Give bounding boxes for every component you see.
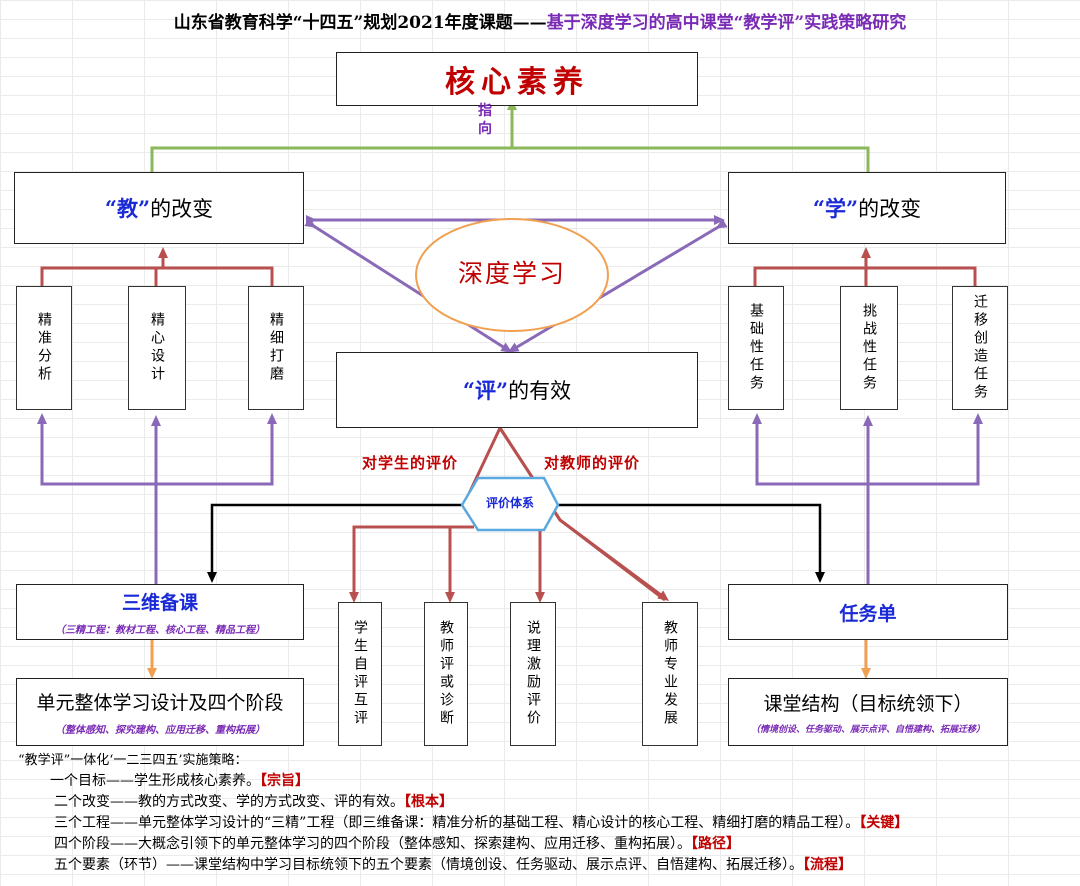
evaluate-quote: “评” bbox=[462, 378, 509, 403]
red-brackets-top bbox=[40, 247, 977, 286]
title-highlight: 基于深度学习的高中课堂“教学评”实践策略研究 bbox=[546, 13, 907, 33]
deep-learning-label: 深度学习 bbox=[457, 259, 566, 288]
note-line-2: 二个改变——教的方式改变、学的方式改变、评的有效。【根本】 bbox=[54, 794, 453, 810]
eval-item-1: 学生自评互评 bbox=[338, 602, 382, 746]
eval-system-label: 评价体系 bbox=[485, 496, 534, 510]
green-connectors bbox=[150, 99, 870, 172]
unit-title: 单元整体学习设计及四个阶段 bbox=[36, 692, 284, 714]
teach-item-3: 精细打磨 bbox=[248, 286, 304, 410]
teach-item-2: 精心设计 bbox=[128, 286, 186, 410]
class-structure-box: 课堂结构（目标统领下） （情境创设、任务驱动、展示点评、自悟建构、拓展迁移） bbox=[728, 678, 1008, 746]
unit-design-box: 单元整体学习设计及四个阶段 （整体感知、探究建构、应用迁移、重构拓展） bbox=[16, 678, 304, 746]
eval-students-label: 对学生的评价 bbox=[362, 454, 459, 472]
learn-rest: 的改变 bbox=[858, 197, 922, 221]
task-title: 任务单 bbox=[839, 602, 897, 625]
note-line-4: 四个阶段——大概念引领下的单元整体学习的四个阶段（整体感知、探索建构、应用迁移、… bbox=[54, 836, 740, 852]
note-line-1: 一个目标——学生形成核心素养。【宗旨】 bbox=[50, 773, 309, 789]
eval-item-4: 教师专业发展 bbox=[642, 602, 698, 746]
eval-item-2: 教师评或诊断 bbox=[424, 602, 468, 746]
prep-title: 三维备课 bbox=[121, 592, 198, 614]
orange-arrows bbox=[147, 640, 871, 679]
evaluate-rest: 的有效 bbox=[508, 379, 572, 403]
teach-quote: “教” bbox=[104, 196, 151, 221]
pointing-label: 指向 bbox=[478, 103, 492, 137]
learn-quote: “学” bbox=[812, 196, 859, 221]
core-literacy-box: 核心素养 bbox=[336, 52, 698, 106]
black-arrows bbox=[207, 500, 825, 583]
strategy-notes: “教学评”一体化‘一二三四五’实施策略： 一个目标——学生形成核心素养。【宗旨】… bbox=[18, 750, 908, 876]
eval-item-3: 说理激励评价 bbox=[510, 602, 556, 746]
learn-item-3: 迁移创造任务 bbox=[952, 286, 1008, 410]
title-main: 山东省教育科学“十四五”规划2021年度课题—— bbox=[173, 13, 547, 33]
core-literacy-label: 核心素养 bbox=[445, 65, 589, 100]
teach-rest: 的改变 bbox=[150, 197, 214, 221]
unit-sub: （整体感知、探究建构、应用迁移、重构拓展） bbox=[55, 725, 265, 736]
note-line-3: 三个工程——单元整体学习设计的“三精”工程（即三维备课：精准分析的基础工程、精心… bbox=[54, 815, 909, 831]
notes-heading: “教学评”一体化‘一二三四五’实施策略： bbox=[18, 753, 248, 768]
eval-system-hexagon bbox=[460, 476, 560, 532]
learn-item-1: 基础性任务 bbox=[728, 286, 784, 410]
task-sheet-box: 任务单 bbox=[728, 584, 1008, 640]
learn-change-box: “学”的改变 bbox=[728, 172, 1006, 244]
learn-item-2: 挑战性任务 bbox=[840, 286, 898, 410]
prep-sub: （三精工程：教材工程、核心工程、精品工程） bbox=[55, 625, 265, 636]
teach-change-box: “教”的改变 bbox=[14, 172, 304, 244]
structure-sub: （情境创设、任务驱动、展示点评、自悟建构、拓展迁移） bbox=[750, 725, 985, 735]
three-dim-prep-box: 三维备课 （三精工程：教材工程、核心工程、精品工程） bbox=[16, 584, 304, 640]
note-line-5: 五个要素（环节）——课堂结构中学习目标统领下的五个要素（情境创设、任务驱动、展示… bbox=[54, 857, 852, 873]
structure-title: 课堂结构（目标统领下） bbox=[763, 693, 973, 715]
evaluate-effective-box: “评”的有效 bbox=[336, 352, 698, 428]
purple-bottom-connectors bbox=[37, 413, 983, 584]
eval-teachers-label: 对教师的评价 bbox=[544, 454, 641, 472]
deep-learning-ellipse bbox=[415, 218, 609, 332]
teach-item-1: 精准分析 bbox=[16, 286, 72, 410]
page-title: 山东省教育科学“十四五”规划2021年度课题——基于深度学习的高中课堂“教学评”… bbox=[0, 8, 1080, 33]
